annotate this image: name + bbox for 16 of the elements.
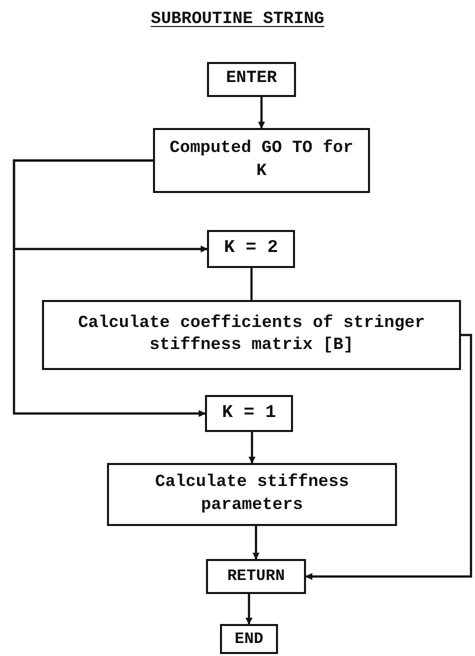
connector-line	[250, 268, 253, 300]
process-box: Computed GO TO for K	[153, 128, 370, 193]
arrow	[252, 526, 260, 560]
arrow	[12, 159, 206, 417]
process-box: Calculate stiffness parameters	[107, 463, 397, 526]
process-box: ENTER	[207, 62, 296, 97]
arrow	[305, 334, 472, 580]
arrow	[246, 594, 252, 625]
process-box: K = 1	[205, 395, 293, 432]
process-box: Calculate coefficients of stringer stiffness matrix [B]	[42, 300, 461, 370]
arrow	[258, 97, 265, 129]
process-box: END	[220, 624, 278, 654]
arrow	[248, 432, 256, 464]
process-box: K = 2	[207, 230, 295, 268]
process-box: RETURN	[206, 559, 306, 594]
diagram-title: SUBROUTINE STRING	[150, 10, 326, 29]
